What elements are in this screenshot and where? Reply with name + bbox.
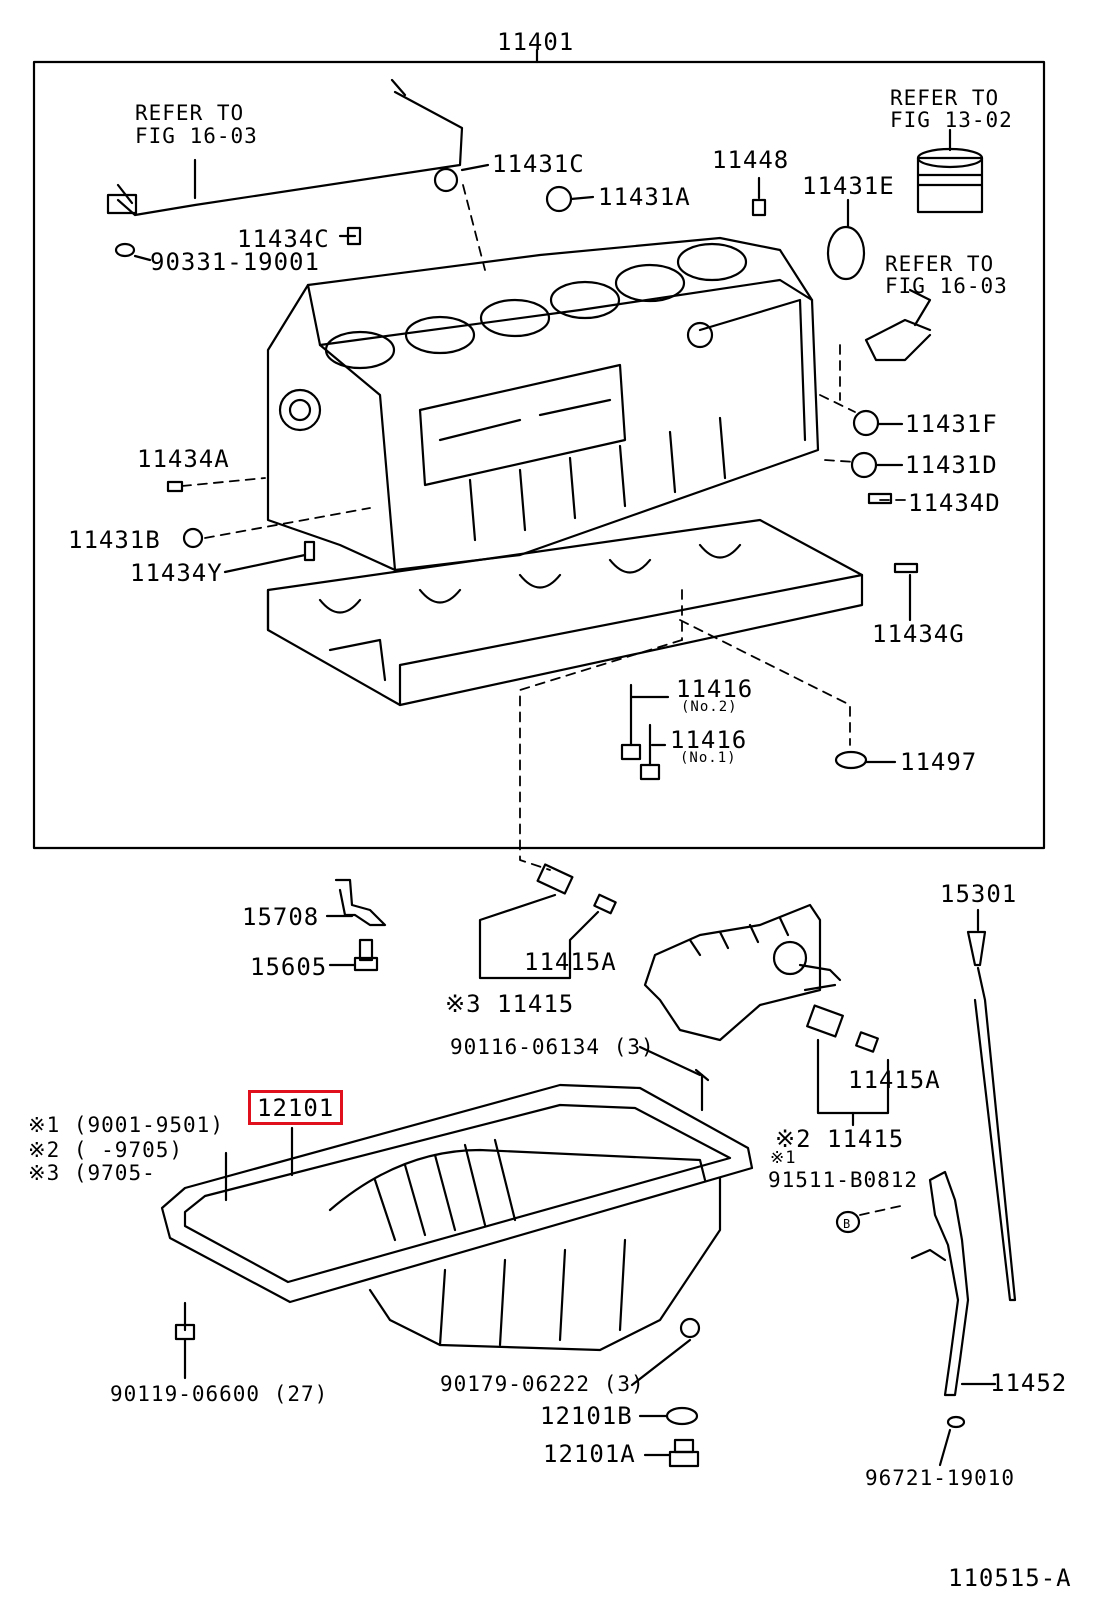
label-90116-06134: 90116-06134 (3) [450, 1035, 655, 1059]
refer-right-mid-line2: FIG 16-03 [885, 274, 1008, 298]
label-11434Y: 11434Y [130, 559, 223, 587]
refer-left-line1: REFER TO [135, 101, 245, 125]
label-11431E: 11431E [802, 172, 895, 200]
label-11415-lower: ※2 11415 [775, 1125, 905, 1153]
note-2: ※2 ( -9705) [28, 1138, 184, 1162]
refer-right-top-line2: FIG 13-02 [890, 108, 1013, 132]
label-11434G: 11434G [872, 620, 965, 648]
label-11416-no1-note: (No.1) [680, 750, 737, 766]
label-11434C: 11434C [237, 225, 330, 253]
label-12101-highlighted: 12101 [248, 1090, 344, 1125]
label-91511-B0812: 91511-B0812 [768, 1168, 919, 1192]
label-96721-19010: 96721-19010 [865, 1466, 1016, 1490]
label-90331-19001: 90331-19001 [150, 248, 320, 276]
label-11448: 11448 [712, 146, 790, 174]
svg-text:B: B [843, 1217, 850, 1231]
label-11434D: 11434D [908, 489, 1001, 517]
label-11431F: 11431F [905, 410, 998, 438]
label-11434A: 11434A [137, 445, 230, 473]
label-15301: 15301 [940, 880, 1018, 908]
label-15708: 15708 [242, 903, 320, 931]
figure-number: 110515-A [948, 1564, 1072, 1592]
cylinder-block-drawing [266, 236, 820, 572]
label-11416-no1: 11416 [670, 726, 748, 754]
label-12101B: 12101B [540, 1402, 633, 1430]
label-11416-no2-note: (No.2) [681, 699, 738, 715]
label-11431B: 11431B [68, 526, 161, 554]
label-11415-upper: ※3 11415 [445, 990, 575, 1018]
dipstick-guide-drawing [928, 1170, 970, 1397]
lower-crankcase-drawing [266, 518, 864, 707]
oil-pan-drawing [160, 1083, 754, 1352]
assembly-frame [32, 60, 1046, 850]
dipstick-drawing [966, 930, 1017, 1302]
label-15605: 15605 [250, 953, 328, 981]
label-11415A-lower: 11415A [848, 1066, 941, 1094]
label-11431C: 11431C [492, 150, 585, 178]
label-11431A: 11431A [598, 183, 691, 211]
refer-right-mid-line1: REFER TO [885, 252, 995, 276]
note-1: ※1 (9001-9501) [28, 1113, 224, 1137]
label-90119-06600: 90119-06600 (27) [110, 1382, 329, 1406]
label-12101A: 12101A [543, 1440, 636, 1468]
refer-left-line2: FIG 16-03 [135, 124, 258, 148]
note-3: ※3 (9705- [28, 1161, 156, 1185]
label-11415A-upper: 11415A [524, 948, 617, 976]
piston-drawing [916, 156, 984, 214]
label-90179-06222: 90179-06222 (3) [440, 1372, 645, 1396]
label-11452: 11452 [990, 1369, 1068, 1397]
label-11431D: 11431D [905, 451, 998, 479]
label-11497: 11497 [900, 748, 978, 776]
label-91511-note: ※1 [770, 1148, 797, 1168]
label-11416-no2: 11416 [676, 675, 754, 703]
label-11401: 11401 [497, 28, 575, 56]
refer-right-top-line1: REFER TO [890, 86, 1000, 110]
